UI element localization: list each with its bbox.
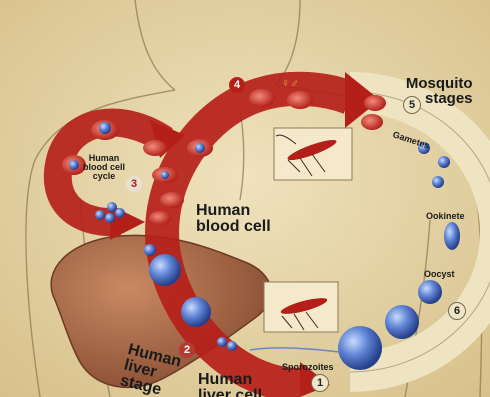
step-1-badge: 1 bbox=[311, 374, 329, 392]
oocyst-label: Oocyst bbox=[424, 270, 455, 279]
liver-cell-line1: Human bbox=[198, 372, 262, 388]
human-liver-cell-label: Human liver cell bbox=[198, 372, 262, 397]
liver-cell-line2: liver cell bbox=[198, 388, 262, 397]
ookinete-label: Ookinete bbox=[426, 212, 465, 221]
mosquito-box-top bbox=[274, 128, 352, 180]
step-5-badge: 5 bbox=[403, 96, 421, 114]
step-4-badge: 4 bbox=[229, 77, 245, 93]
human-blood-cell-cycle-label: Human blood cell cycle bbox=[83, 154, 125, 181]
mosquito-title-line2: stages bbox=[425, 91, 473, 106]
mosquito-box-bottom bbox=[264, 282, 338, 332]
human-blood-cell-line1: Human bbox=[196, 203, 271, 219]
blood-cycle-line3: cycle bbox=[83, 172, 125, 181]
mosquito-title-line1: Mosquito bbox=[399, 76, 473, 91]
step-6-badge: 6 bbox=[448, 302, 466, 320]
step-2-badge: 2 bbox=[179, 342, 195, 358]
human-blood-cell-label: Human blood cell bbox=[196, 203, 271, 235]
step-3-badge: 3 bbox=[126, 176, 142, 192]
human-blood-cell-line2: blood cell bbox=[196, 219, 271, 235]
sporozoites-label: Sporozoites bbox=[282, 363, 334, 372]
gender-symbols: ♀♂ bbox=[281, 77, 299, 89]
